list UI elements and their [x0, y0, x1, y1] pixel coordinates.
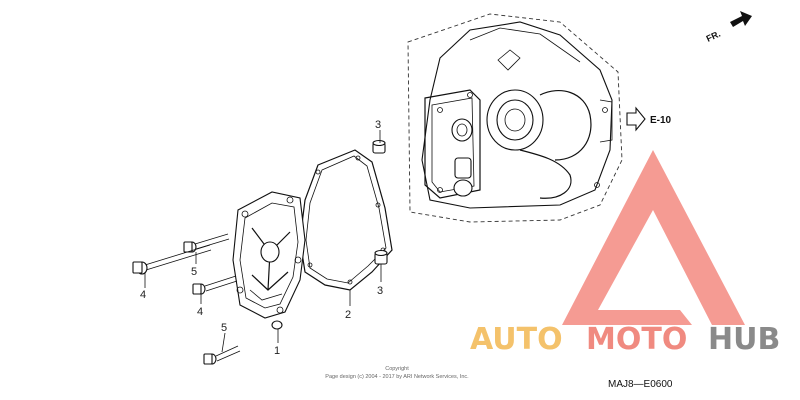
flange-bolt-upper-short [183, 233, 230, 253]
callout-washer-bolt-lower: 5 [221, 322, 227, 334]
reference-label: E-10 [650, 115, 672, 126]
engine-outline-dashed [407, 13, 623, 223]
reference-arrow [626, 106, 646, 132]
copyright-title: Copyright [385, 366, 409, 372]
watermark-part-moto: MOTO [586, 322, 687, 357]
dowel-pin-top [372, 139, 386, 154]
watermark-wordmark: AUTO MOTO HUB [470, 322, 780, 357]
rear-cover [232, 191, 306, 330]
callout-bolt-lower: 4 [197, 306, 203, 318]
leader-lines [144, 130, 382, 353]
cover-gasket [299, 149, 393, 291]
callout-cover: 1 [274, 345, 280, 357]
callout-dowel-top: 3 [375, 119, 381, 131]
callout-bolt-upper: 4 [140, 289, 146, 301]
flange-bolt-lower-long [192, 275, 238, 295]
flange-bolt-lower-short [203, 345, 241, 365]
front-arrow-icon [730, 11, 752, 27]
front-direction-indicator: FR. [705, 11, 752, 44]
watermark-part-auto: AUTO [470, 322, 563, 357]
flange-bolt-upper-long [132, 244, 212, 275]
engine-case [421, 21, 613, 209]
callout-gasket: 2 [345, 309, 351, 321]
watermark-logo [562, 150, 745, 325]
copyright-notice: Page design (c) 2004 - 2017 by ARI Netwo… [325, 374, 469, 380]
front-label: FR. [705, 29, 722, 44]
callout-dowel-bottom: 3 [377, 285, 383, 297]
watermark-part-hub: HUB [708, 322, 780, 357]
diagram-code: MAJ8—E0600 [608, 379, 673, 390]
callout-washer-bolt-upper: 5 [191, 266, 197, 278]
dowel-pin-bottom [374, 249, 388, 265]
